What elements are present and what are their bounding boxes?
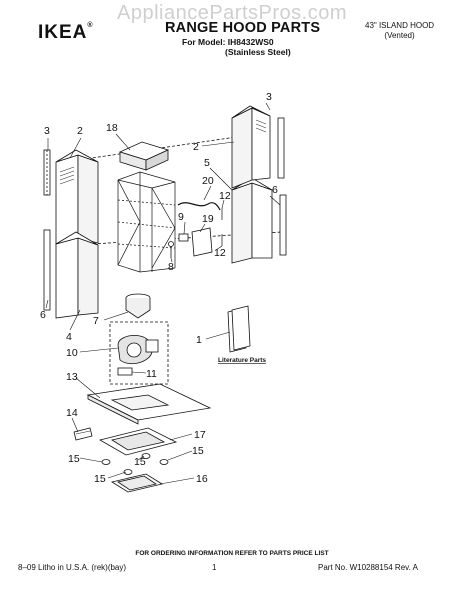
part-20-wire-harness — [177, 202, 221, 211]
page-title: RANGE HOOD PARTS — [165, 20, 321, 36]
support-frame — [117, 171, 176, 273]
callout-3-right: 3 — [266, 91, 272, 103]
callout-labels: 1 2 2 3 3 4 5 6 6 7 8 9 10 11 12 12 13 1… — [40, 91, 278, 485]
callout-16: 16 — [196, 473, 208, 485]
part-19-junction-box — [191, 227, 213, 257]
callout-9: 9 — [178, 211, 184, 223]
callout-5: 5 — [204, 157, 210, 169]
hood-type: 43" ISLAND HOOD (Vented) — [365, 21, 434, 41]
callout-14: 14 — [66, 407, 78, 419]
callout-8: 8 — [168, 261, 174, 273]
part-18-top-bracket — [118, 141, 170, 171]
finish-line: (Stainless Steel) — [225, 47, 291, 57]
part-17-filter-frame — [98, 427, 178, 456]
callout-17: 17 — [194, 429, 206, 441]
part-3-left-trim — [43, 149, 51, 311]
hood-type-label: 43" ISLAND HOOD — [365, 21, 435, 30]
part-15-light-sockets — [101, 453, 169, 475]
callout-12-upper: 12 — [219, 190, 231, 202]
part-14-switch — [73, 427, 93, 441]
callout-15-center: 15 — [134, 456, 146, 468]
leader-lines — [45, 102, 281, 485]
part-6-right-trim — [279, 194, 287, 256]
part-9-clip — [178, 233, 189, 242]
callout-3-left: 3 — [44, 125, 50, 137]
registered-mark: ® — [87, 22, 94, 29]
brand-logo: IKEA® — [38, 22, 94, 44]
part-4-lower-left-chimney — [55, 231, 99, 319]
callout-7: 7 — [93, 315, 99, 327]
model-line: For Model: IH8432WS0 — [182, 37, 274, 47]
part-2-upper-left-chimney — [55, 149, 99, 246]
callout-4: 4 — [66, 331, 72, 343]
vent-label: (Vented) — [384, 31, 415, 40]
part-number: Part No. W10288154 Rev. A — [318, 563, 418, 572]
part-7-duct-transition — [125, 293, 151, 319]
part-5-upper-right-chimney — [231, 177, 273, 264]
callout-12-lower: 12 — [214, 247, 226, 259]
callout-6-right: 6 — [272, 184, 278, 196]
part-16-filter — [110, 473, 164, 493]
ordering-note: FOR ORDERING INFORMATION REFER TO PARTS … — [135, 550, 329, 557]
brand-text: IKEA — [38, 22, 88, 43]
part-11-capacitor — [117, 367, 133, 376]
part-13-hood-canopy — [86, 383, 212, 425]
part-3-right-trim — [277, 117, 285, 179]
callout-15-left-upper: 15 — [68, 453, 80, 465]
part-8-screw — [168, 241, 174, 258]
part-1-literature — [227, 305, 251, 353]
callout-18: 18 — [106, 122, 118, 134]
callout-2-left: 2 — [77, 125, 83, 137]
part-10-blower — [117, 335, 159, 365]
part-2-upper-right-chimney — [231, 105, 271, 189]
callout-20: 20 — [202, 175, 214, 187]
callout-11: 11 — [146, 368, 157, 380]
callout-13: 13 — [66, 371, 78, 383]
callout-15-left-lower: 15 — [94, 473, 106, 485]
callout-6-left: 6 — [40, 309, 46, 321]
callout-15-right: 15 — [192, 445, 204, 457]
callout-19: 19 — [202, 213, 214, 225]
literature-label: Literature Parts — [218, 357, 266, 364]
callout-10: 10 — [66, 347, 78, 359]
callout-2-right: 2 — [193, 141, 199, 153]
callout-1: 1 — [196, 334, 202, 346]
litho-note: 8–09 Litho in U.S.A. (rek)(bay) — [18, 563, 127, 572]
page-number: 1 — [212, 563, 217, 572]
